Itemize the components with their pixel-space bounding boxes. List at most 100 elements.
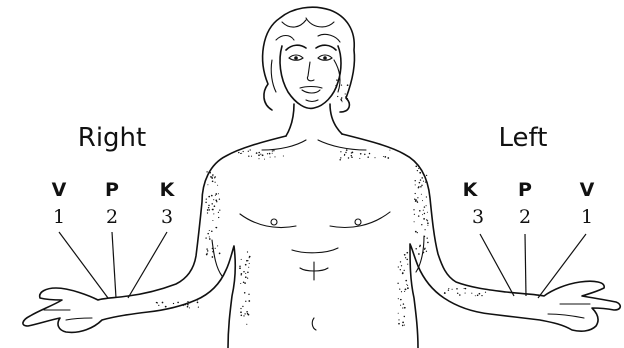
stipple-dot: [427, 242, 429, 244]
stipple-dot: [418, 253, 420, 255]
stipple-dot: [212, 220, 213, 221]
stipple-dot: [398, 298, 399, 299]
stipple-dot: [360, 153, 362, 155]
stipple-dot: [400, 299, 401, 300]
stipple-dot: [209, 209, 210, 210]
nipple-left: [355, 219, 361, 225]
stipple-dot: [398, 313, 399, 314]
stipple-dot: [212, 209, 213, 210]
stipple-dot: [420, 186, 422, 188]
stipple-dot: [258, 154, 260, 156]
stipple-dot: [405, 280, 407, 282]
stipple-dot: [367, 156, 369, 158]
stipple-dot: [414, 199, 415, 200]
stipple-dot: [347, 84, 349, 86]
stipple-dot: [210, 172, 211, 173]
stipple-dot: [406, 252, 408, 254]
stipple-dot: [210, 176, 212, 178]
stipple-dot: [208, 205, 210, 207]
navel: [312, 318, 316, 330]
stipple-dot: [262, 154, 264, 156]
stipple-dot: [471, 293, 472, 294]
stipple-dot: [260, 154, 261, 155]
stipple-dot: [206, 198, 207, 199]
stipple-dot: [423, 252, 425, 254]
stipple-dot: [209, 230, 210, 231]
stipple-dot: [406, 284, 407, 285]
mouth: [300, 87, 322, 94]
stipple-dot: [346, 149, 348, 151]
right-pointer-3: [128, 232, 167, 298]
left-dosha-2: P: [518, 179, 532, 201]
stipple-dot: [207, 250, 209, 252]
stipple-dot: [218, 193, 219, 194]
stipple-dot: [415, 193, 416, 194]
stipple-dot: [244, 313, 245, 314]
stipple-dot: [243, 271, 244, 272]
stipple-dot: [419, 246, 420, 247]
stipple-dot: [427, 222, 429, 224]
stipple-dot: [245, 301, 246, 302]
left-pointer-1: [480, 234, 514, 296]
stipple-dot: [418, 187, 419, 188]
stipple-dot: [189, 302, 190, 303]
stipple-dot: [207, 176, 208, 177]
stipple-dot: [247, 272, 249, 274]
shading-stipple: [156, 79, 490, 326]
collarbone: [262, 140, 366, 150]
stipple-dot: [241, 259, 242, 260]
stipple-dot: [339, 159, 341, 161]
stipple-dot: [238, 152, 239, 153]
stipple-dot: [427, 212, 428, 213]
right-pointer-1: [59, 232, 108, 298]
left-title: Left: [499, 123, 548, 153]
stipple-dot: [211, 231, 213, 233]
stipple-dot: [420, 179, 421, 180]
stipple-dot: [383, 156, 384, 157]
stipple-dot: [242, 306, 243, 307]
stipple-dot: [258, 158, 259, 159]
stipple-dot: [444, 292, 446, 294]
stipple-dot: [341, 100, 343, 102]
stipple-dot: [258, 152, 260, 154]
stipple-dot: [397, 283, 398, 284]
stipple-dot: [162, 302, 164, 304]
stipple-dot: [274, 156, 275, 157]
stipple-dot: [244, 292, 246, 294]
stipple-dot: [215, 248, 216, 249]
hair-strands: [271, 18, 340, 92]
stipple-dot: [239, 267, 241, 269]
chest-right: [240, 214, 296, 228]
stipple-dot: [418, 215, 419, 216]
stipple-dot: [475, 295, 476, 296]
stipple-dot: [244, 282, 246, 284]
stipple-dot: [217, 185, 218, 186]
stipple-dot: [345, 152, 346, 153]
left-number-3: 1: [581, 206, 593, 228]
stipple-dot: [206, 171, 207, 172]
stipple-dot: [247, 277, 248, 278]
stipple-dot: [342, 101, 343, 102]
stipple-dot: [177, 302, 179, 304]
stipple-dot: [400, 261, 401, 262]
stipple-dot: [345, 96, 346, 97]
stipple-dot: [157, 302, 158, 303]
stipple-dot: [197, 302, 199, 304]
stipple-dot: [477, 295, 479, 297]
stipple-dot: [187, 306, 189, 308]
abdomen-lines: [292, 248, 338, 280]
stipple-dot: [348, 157, 349, 158]
right-number-1: 1: [53, 206, 65, 228]
stipple-dot: [217, 245, 218, 246]
stipple-dot: [206, 248, 207, 249]
stipple-dot: [248, 151, 249, 152]
stipple-dot: [173, 303, 174, 304]
stipple-dot: [273, 150, 274, 151]
stipple-dot: [426, 196, 427, 197]
stipple-dot: [387, 157, 389, 159]
stipple-dot: [246, 311, 248, 313]
stipple-dot: [402, 272, 403, 273]
stipple-dot: [205, 202, 206, 203]
stipple-dot: [212, 175, 213, 176]
